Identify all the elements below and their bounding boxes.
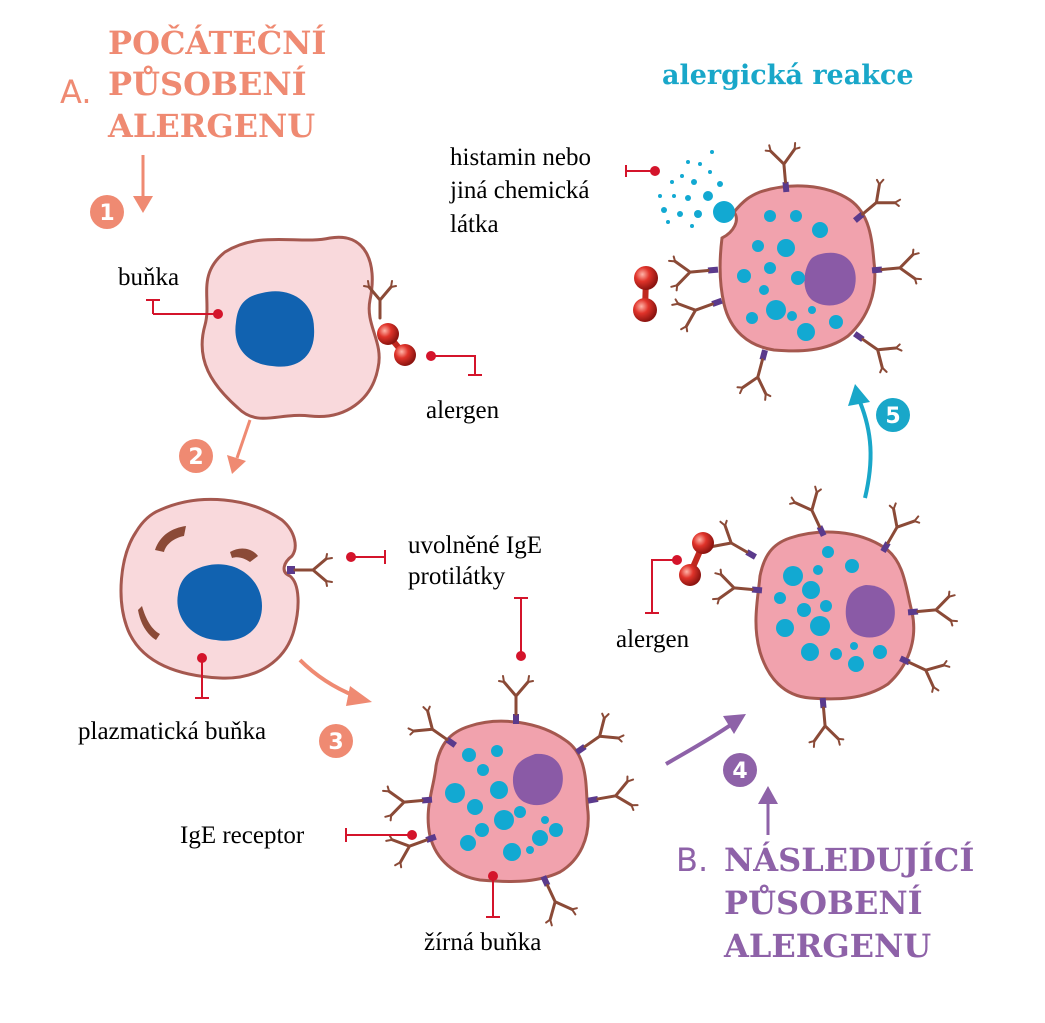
- step-3-badge: 3: [319, 724, 353, 758]
- mast-cell-sensitized: [703, 483, 959, 749]
- svg-text:protilátky: protilátky: [408, 563, 506, 590]
- step-3-arrow: [298, 658, 372, 706]
- svg-text:látka: látka: [450, 211, 499, 238]
- label-plasma-cell: plazmatická buňka: [78, 653, 266, 745]
- section-b-title-line-1: NÁSLEDUJÍCÍ: [724, 841, 974, 879]
- svg-text:uvolněné IgE: uvolněné IgE: [408, 532, 542, 559]
- svg-text:buňka: buňka: [118, 264, 179, 291]
- label-ige-receptor: IgE receptor: [180, 822, 417, 849]
- allergen-molecule-bound: [679, 532, 714, 586]
- label-mast-cell: žírná buňka: [424, 871, 541, 956]
- allergen-molecule-icon: [377, 323, 416, 366]
- svg-text:plazmatická buňka: plazmatická buňka: [78, 718, 266, 745]
- reaction-title: alergická reakce: [662, 60, 914, 91]
- step-1-number: 1: [99, 201, 114, 226]
- svg-text:jiná chemická: jiná chemická: [449, 177, 590, 204]
- down-arrow-head: [133, 196, 153, 213]
- step-3-number: 3: [328, 730, 343, 755]
- histamine-particles-icon: [658, 150, 735, 228]
- section-a-letter: A.: [60, 73, 92, 111]
- step-1-badge: 1: [90, 195, 124, 229]
- svg-text:alergen: alergen: [426, 397, 500, 424]
- label-allergen-1: alergen: [426, 351, 500, 424]
- label-histamine: histamin nebo jiná chemická látka: [449, 144, 660, 238]
- step-4-number: 4: [732, 759, 747, 784]
- label-cell: buňka: [118, 264, 223, 319]
- step-2-number: 2: [188, 445, 203, 470]
- cell-icon: [200, 235, 398, 420]
- step-4-badge: 4: [723, 753, 757, 787]
- svg-text:histamin nebo: histamin nebo: [450, 144, 591, 171]
- label-allergen-2: alergen: [616, 555, 690, 653]
- label-released-ige: uvolněné IgE protilátky: [346, 532, 542, 661]
- section-b-heading: B. NÁSLEDUJÍCÍ PŮSOBENÍ ALERGENU: [676, 841, 974, 965]
- section-b-letter: B.: [676, 841, 708, 879]
- up-arrow-icon: [758, 786, 778, 835]
- section-a-title-line-1: POČÁTEČNÍ: [108, 24, 326, 62]
- section-a-heading: A. POČÁTEČNÍ PŮSOBENÍ ALERGENU: [60, 24, 326, 213]
- section-a-title-line-3: ALERGENU: [107, 107, 315, 145]
- section-b-title-line-3: ALERGENU: [723, 927, 931, 965]
- step-2-badge: 2: [179, 439, 213, 473]
- svg-text:alergen: alergen: [616, 626, 690, 653]
- step-5-badge: 5: [876, 398, 910, 432]
- step-2-arrow: [227, 419, 252, 474]
- section-b-title-line-2: PŮSOBENÍ: [724, 884, 923, 922]
- svg-text:IgE receptor: IgE receptor: [180, 822, 305, 849]
- allergen-molecule-reaction: [633, 266, 658, 322]
- mast-cell-degranulating: [667, 141, 923, 403]
- step-5-arrow: [848, 384, 873, 499]
- step-5-number: 5: [885, 404, 900, 429]
- step-4-arrow: [664, 714, 746, 766]
- plasma-cell: [119, 497, 334, 680]
- mast-cell-icon: [381, 674, 640, 929]
- section-a-title-line-2: PŮSOBENÍ: [108, 65, 307, 103]
- svg-text:žírná buňka: žírná buňka: [424, 929, 541, 956]
